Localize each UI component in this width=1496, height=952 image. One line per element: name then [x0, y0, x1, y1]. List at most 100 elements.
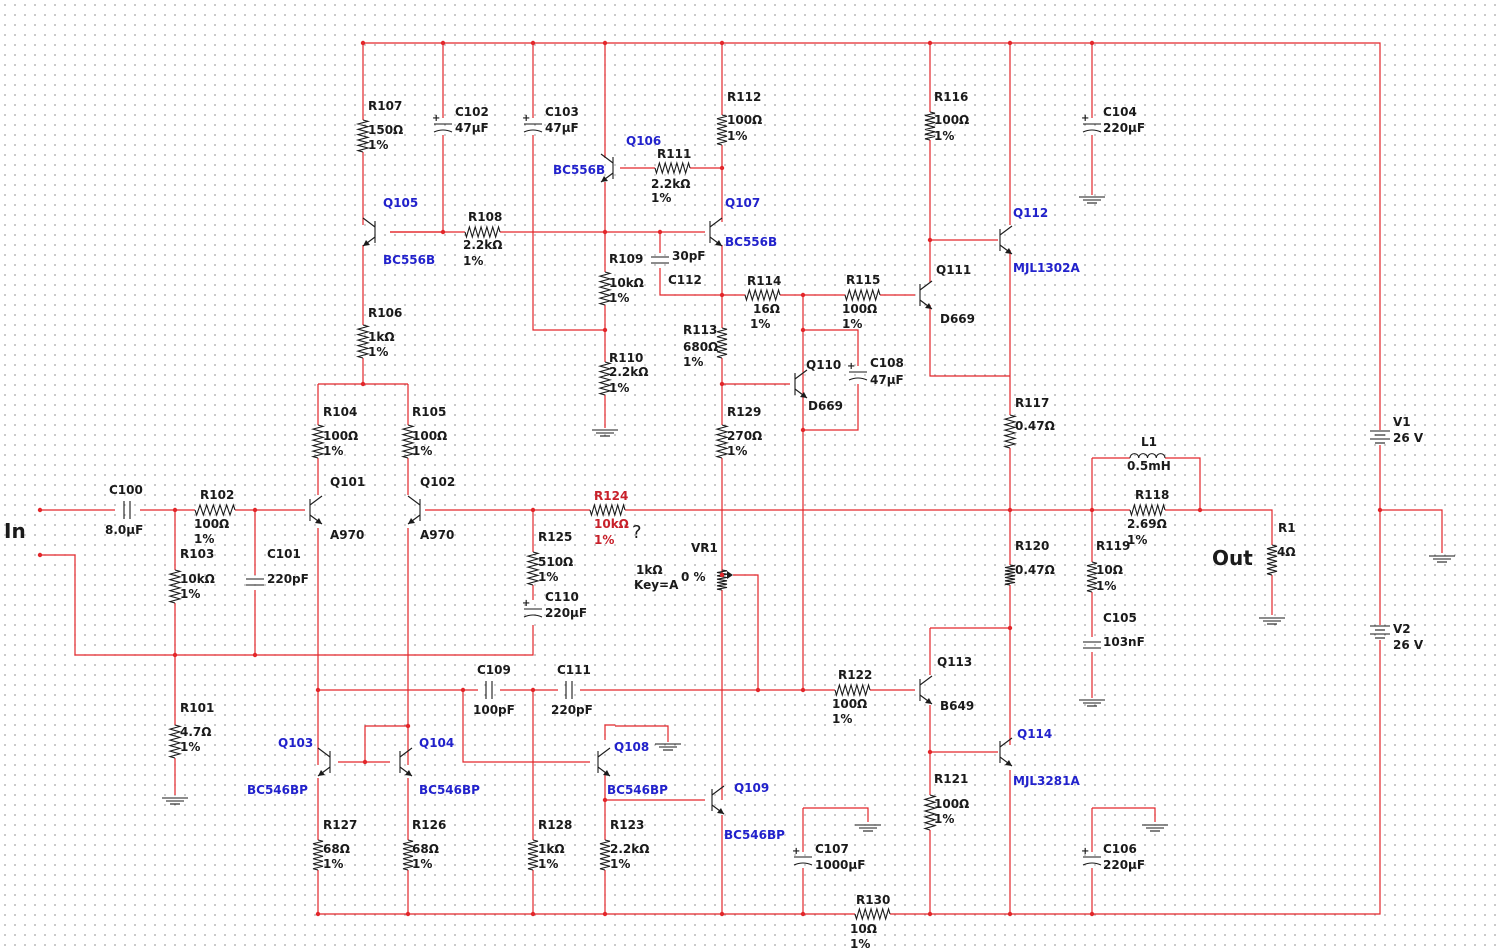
component-label: 1%	[609, 291, 629, 305]
component-label: R123	[610, 818, 644, 832]
component-label: R129	[727, 405, 761, 419]
capacitor-plate	[793, 862, 813, 866]
component-label: 150Ω	[368, 123, 403, 137]
junctions	[37, 40, 1383, 917]
component-label: 1%	[610, 857, 630, 871]
input-label: In	[4, 519, 26, 543]
junction-dot	[800, 327, 806, 333]
ground-symbol	[162, 797, 188, 805]
component-label: R113	[683, 323, 717, 337]
component-label: C107	[815, 842, 849, 856]
component-label: 220µF	[1103, 858, 1145, 872]
resistor	[355, 324, 371, 359]
transistor-arrow	[363, 240, 370, 246]
junction-dot	[530, 687, 536, 693]
wire-segment	[532, 135, 605, 331]
component-label: 4Ω	[1277, 545, 1296, 559]
component-label: R105	[412, 405, 446, 419]
component-label: V1	[1393, 415, 1411, 429]
capacitor-plate	[848, 377, 868, 381]
resistor	[716, 569, 728, 591]
component-label: R118	[1135, 488, 1169, 502]
transistor-arrow	[1005, 760, 1012, 766]
transistor-arrow	[1005, 248, 1012, 254]
component-label: BC556B	[725, 235, 777, 249]
ground-symbol	[855, 824, 881, 832]
resistor	[597, 271, 613, 306]
transistor-lead	[362, 217, 376, 228]
component-label: R109	[609, 252, 643, 266]
component-label: 1%	[368, 345, 388, 359]
transistor-arrow	[603, 770, 610, 776]
junction-dot	[800, 911, 806, 917]
component-label: 1%	[934, 812, 954, 826]
ground-symbol	[1429, 555, 1455, 563]
junction-dot	[719, 40, 725, 46]
junction-dot	[719, 911, 725, 917]
component-label: 1%	[323, 444, 343, 458]
junction-dot	[440, 40, 446, 46]
component-label: R101	[180, 701, 214, 715]
junction-dot	[37, 507, 43, 513]
junction-dot	[530, 911, 536, 917]
component-label: 1%	[750, 317, 770, 331]
wire-segment	[733, 574, 759, 690]
junction-dot	[719, 165, 725, 171]
resistor	[1002, 414, 1018, 449]
resistor	[716, 114, 728, 146]
junction-dot	[755, 687, 761, 693]
resistor	[167, 724, 183, 759]
component-label: 2.2kΩ	[651, 177, 690, 191]
transistor-arrow	[315, 518, 322, 524]
component-label: 220pF	[551, 703, 593, 717]
component-label: 1%	[368, 138, 388, 152]
component-label: 30pF	[672, 249, 706, 263]
resistor	[1129, 503, 1166, 517]
component-label: MJL1302A	[1013, 261, 1080, 275]
component-label: 1kΩ	[538, 842, 565, 856]
component-label: 10Ω	[850, 922, 877, 936]
resistor	[589, 503, 626, 517]
junction-dot	[1007, 40, 1013, 46]
component-label: D669	[940, 312, 975, 326]
transistor-lead	[309, 495, 323, 506]
ground-symbol	[1259, 617, 1285, 625]
resistor	[854, 907, 891, 921]
transistor-arrow	[925, 303, 932, 309]
component-label: 1%	[683, 355, 703, 369]
junction-dot	[252, 507, 258, 513]
wire-segment	[929, 305, 1010, 377]
component-label: 4.7Ω	[180, 725, 211, 739]
polarity-mark: +	[847, 361, 855, 372]
component-label: R128	[538, 818, 572, 832]
resistor	[716, 327, 728, 359]
junction-dot	[602, 327, 608, 333]
ground-symbol	[655, 743, 681, 751]
ground-symbol	[592, 429, 618, 437]
component-label: Q103	[278, 736, 313, 750]
component-label: R120	[1015, 539, 1049, 553]
junction-dot	[800, 687, 806, 693]
component-label: 0.47Ω	[1015, 419, 1055, 433]
wire-segment	[1030, 640, 1381, 915]
component-label: 100Ω	[934, 113, 969, 127]
resistor	[924, 111, 936, 141]
component-label: R103	[180, 547, 214, 561]
transistor-lead	[919, 280, 933, 291]
component-label: Q108	[614, 740, 649, 754]
component-label: 1%	[934, 129, 954, 143]
junction-dot	[927, 911, 933, 917]
component-label: R108	[468, 210, 502, 224]
junction-dot	[440, 229, 446, 235]
junction-dot	[172, 507, 178, 513]
wire-segment	[659, 268, 745, 296]
component-label: 1%	[832, 712, 852, 726]
component-label: Q111	[936, 263, 971, 277]
component-label: 2.2kΩ	[463, 238, 502, 252]
component-label: 1%	[842, 317, 862, 331]
resistor	[1086, 561, 1098, 593]
transistor-arrow	[601, 176, 608, 182]
component-label: BC556B	[383, 253, 435, 267]
wire-segment	[1092, 807, 1156, 822]
resistor	[355, 119, 371, 153]
